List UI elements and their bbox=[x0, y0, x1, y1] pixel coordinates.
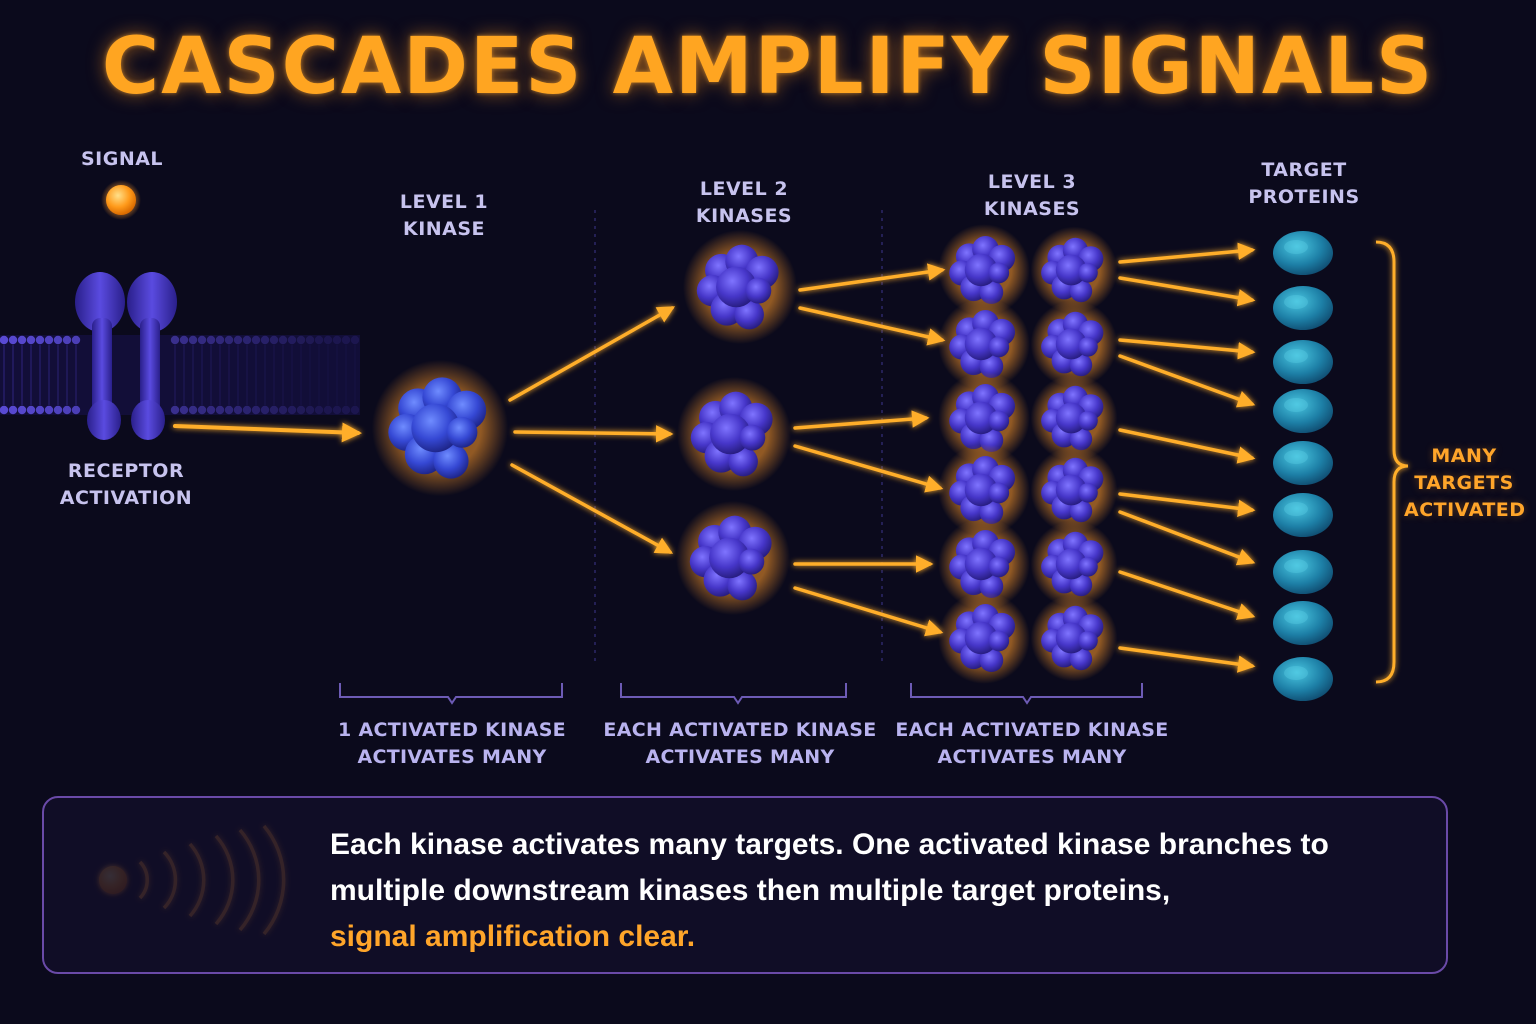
level3-kinase bbox=[1030, 226, 1118, 314]
level3-kinase bbox=[938, 592, 1030, 684]
cascade-arrow bbox=[793, 410, 930, 430]
target-protein bbox=[1273, 441, 1333, 485]
cascade-arrow bbox=[1118, 354, 1256, 408]
receptor-protein bbox=[75, 272, 177, 440]
level3-kinase bbox=[938, 444, 1030, 536]
level2-kinase bbox=[682, 229, 798, 345]
caption-bracket-1 bbox=[339, 683, 563, 705]
cascade-arrow bbox=[1118, 510, 1256, 566]
cascade-arrow bbox=[793, 444, 944, 493]
kinases-layer bbox=[371, 224, 1118, 684]
target-protein bbox=[1273, 550, 1333, 594]
info-line-2: multiple downstream kinases then multipl… bbox=[330, 874, 1171, 907]
target-protein bbox=[1273, 493, 1333, 537]
cascade-arrow bbox=[513, 425, 674, 443]
target-protein bbox=[1273, 601, 1333, 645]
cascade-arrow bbox=[1118, 428, 1256, 464]
info-line-3: signal amplification clear. bbox=[330, 920, 696, 953]
cascade-arrow bbox=[173, 422, 362, 443]
cascade-arrow bbox=[798, 263, 946, 292]
level3-kinase bbox=[1030, 594, 1118, 682]
target-protein bbox=[1273, 389, 1333, 433]
targets-layer bbox=[1273, 231, 1333, 701]
target-protein bbox=[1273, 657, 1333, 701]
cascade-arrow bbox=[1118, 276, 1256, 307]
cascade-arrow bbox=[510, 463, 674, 554]
level2-kinase bbox=[675, 500, 791, 616]
cascade-arrow bbox=[1118, 242, 1256, 264]
cascade-arrow bbox=[1118, 492, 1256, 518]
targets-brace bbox=[1375, 240, 1409, 684]
signal-molecule bbox=[101, 180, 141, 271]
page-title: CASCADES AMPLIFY SIGNALS bbox=[101, 22, 1435, 112]
caption-bracket-2 bbox=[620, 683, 847, 705]
target-protein bbox=[1273, 231, 1333, 275]
level3-kinase bbox=[1030, 446, 1118, 534]
cascade-arrow bbox=[1118, 570, 1256, 620]
cascade-arrow bbox=[793, 586, 944, 637]
level3-kinase bbox=[1030, 374, 1118, 462]
info-text: Each kinase activates many targets. One … bbox=[330, 822, 1430, 960]
level1-kinase bbox=[371, 359, 509, 497]
cascade-arrow bbox=[798, 306, 946, 346]
cascade-arrow bbox=[508, 306, 676, 402]
target-protein bbox=[1273, 340, 1333, 384]
level3-kinase bbox=[938, 518, 1030, 610]
caption-bracket-3 bbox=[910, 683, 1143, 705]
level3-kinase bbox=[938, 372, 1030, 464]
info-box bbox=[42, 796, 1448, 974]
level2-kinase bbox=[676, 376, 792, 492]
arrows-layer bbox=[173, 242, 1256, 673]
cell-membrane bbox=[0, 335, 360, 415]
level3-kinase bbox=[938, 224, 1030, 316]
level3-kinase bbox=[938, 298, 1030, 390]
cascade-arrow bbox=[1118, 338, 1256, 360]
level3-kinase bbox=[1030, 300, 1118, 388]
info-line-1: Each kinase activates many targets. One … bbox=[330, 828, 1329, 861]
cascade-arrow bbox=[1118, 646, 1256, 673]
target-protein bbox=[1273, 286, 1333, 330]
signal-label: SIGNAL bbox=[80, 148, 164, 170]
level3-kinase bbox=[1030, 520, 1118, 608]
